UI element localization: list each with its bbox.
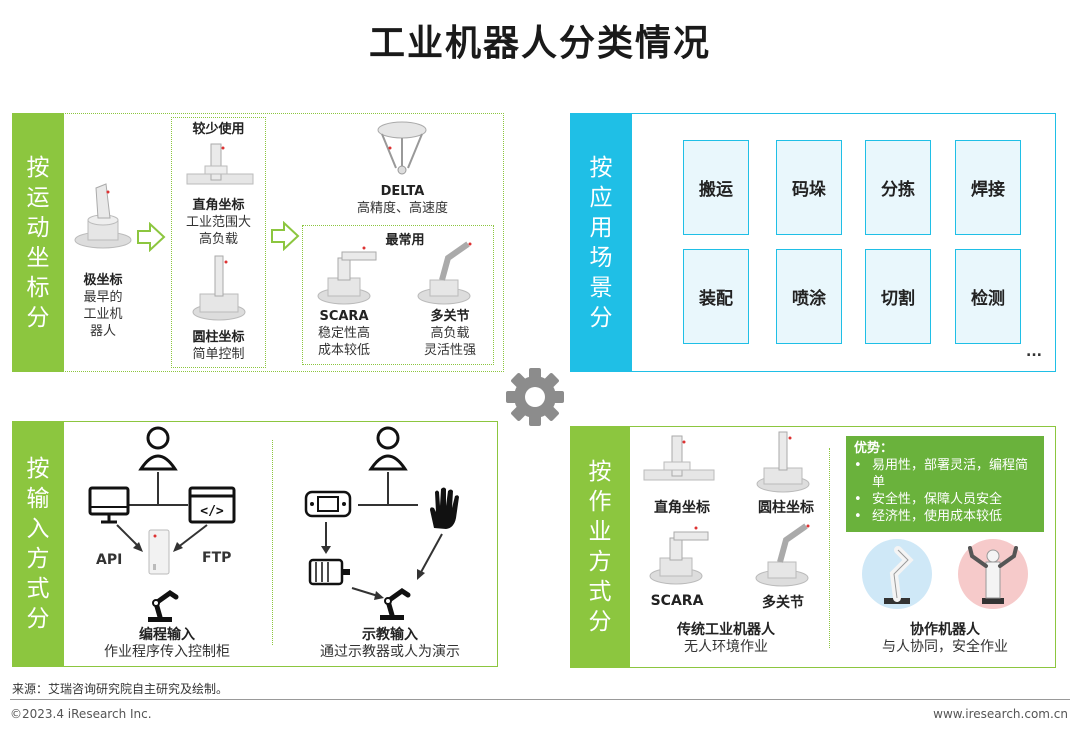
website: www.iresearch.com.cn [933,707,1068,721]
collaborative-robot-red-icon [958,539,1028,609]
multi-joint-robot-icon [755,523,810,587]
gear-icon [506,368,564,426]
motion-label: 按运动坐标分 [12,113,64,372]
traditional-robot-label: 传统工业机器人无人环境作业 [677,622,775,655]
app-item-palletizing: 码垛 [776,140,842,235]
control-cabinet-icon [148,529,170,575]
op-scara-label: SCARA [650,593,704,609]
connector-lines [116,472,208,552]
more-ellipsis: ... [1026,344,1042,360]
app-item-handling: 搬运 [683,140,749,235]
less-used-box [171,117,266,368]
polar-robot-icon [74,183,132,249]
most-used-box [302,225,494,365]
programming-input-label: 编程输入作业程序传入控制柜 [104,627,230,660]
api-label: API [96,552,123,568]
page-title: 工业机器人分类情况 [368,23,711,64]
person-icon [368,426,408,471]
operation-divider [829,448,830,648]
connector-lines [321,472,443,600]
scara-robot-icon [317,246,377,305]
collaborative-robot-label: 协作机器人与人协同，安全作业 [882,622,1008,655]
hand-icon [430,487,459,529]
advantages-box: 优势： •易用性，部署灵活，编程简单 •安全性，保障人员安全 •经济性，使用成本… [846,436,1044,532]
app-item-sorting: 分拣 [865,140,931,235]
arrow-right-icon [271,221,300,251]
app-item-welding: 焊接 [955,140,1021,235]
app-item-inspection: 检测 [955,249,1021,344]
footer-divider [10,699,1070,700]
op-cylindrical-label: 圆柱坐标 [758,500,814,516]
cartesian-robot-icon [186,143,254,185]
advantage-item: •易用性，部署灵活，编程简单 [854,458,1029,490]
input-label: 按输入方式分 [12,421,64,667]
copyright: ©2023.4 iResearch Inc. [10,707,152,721]
teach-pendant-icon [304,490,352,518]
polar-label: 极坐标最早的工业机器人 [83,273,123,339]
source-note: 来源：艾瑞咨询研究院自主研究及绘制。 [12,682,229,696]
app-item-assembly: 装配 [683,249,749,344]
multi-joint-robot-icon [417,241,472,305]
code-window-icon: </> [188,486,236,524]
teaching-input-label: 示教输入通过示教器或人为演示 [320,627,460,660]
cylindrical-robot-icon [192,255,246,321]
arrow-right-icon [137,222,166,252]
scara-robot-icon [649,526,709,585]
robot-arm-icon [380,587,411,620]
multi-joint-label: 多关节高负载灵活性强 [423,309,476,358]
cartesian-label: 直角坐标工业范围大高负载 [185,198,251,247]
operation-label: 按作业方式分 [570,426,630,668]
cylindrical-robot-icon [756,431,810,493]
op-multi-joint-label: 多关节 [762,595,804,611]
application-label: 按应用场景分 [570,113,632,372]
most-used-label: 最常用 [385,233,425,248]
advantage-item: •经济性，使用成本较低 [854,509,1003,524]
person-icon [138,426,178,471]
op-cartesian-label: 直角坐标 [654,500,710,516]
delta-robot-icon [377,121,427,175]
app-item-cutting: 切割 [865,249,931,344]
cylindrical-label: 圆柱坐标简单控制 [192,330,245,362]
motor-icon [308,558,350,586]
advantage-item: •安全性，保障人员安全 [854,492,1003,507]
robot-arm-icon [148,589,179,622]
collaborative-robot-blue-icon [862,539,932,609]
cartesian-robot-icon [643,435,715,481]
svg-text:</>: </> [200,504,224,519]
less-used-label: 较少使用 [192,122,245,137]
monitor-icon [88,486,130,524]
advantages-title: 优势： [854,441,894,456]
app-item-spraying: 喷涂 [776,249,842,344]
input-divider [272,440,273,645]
ftp-label: FTP [202,550,232,566]
